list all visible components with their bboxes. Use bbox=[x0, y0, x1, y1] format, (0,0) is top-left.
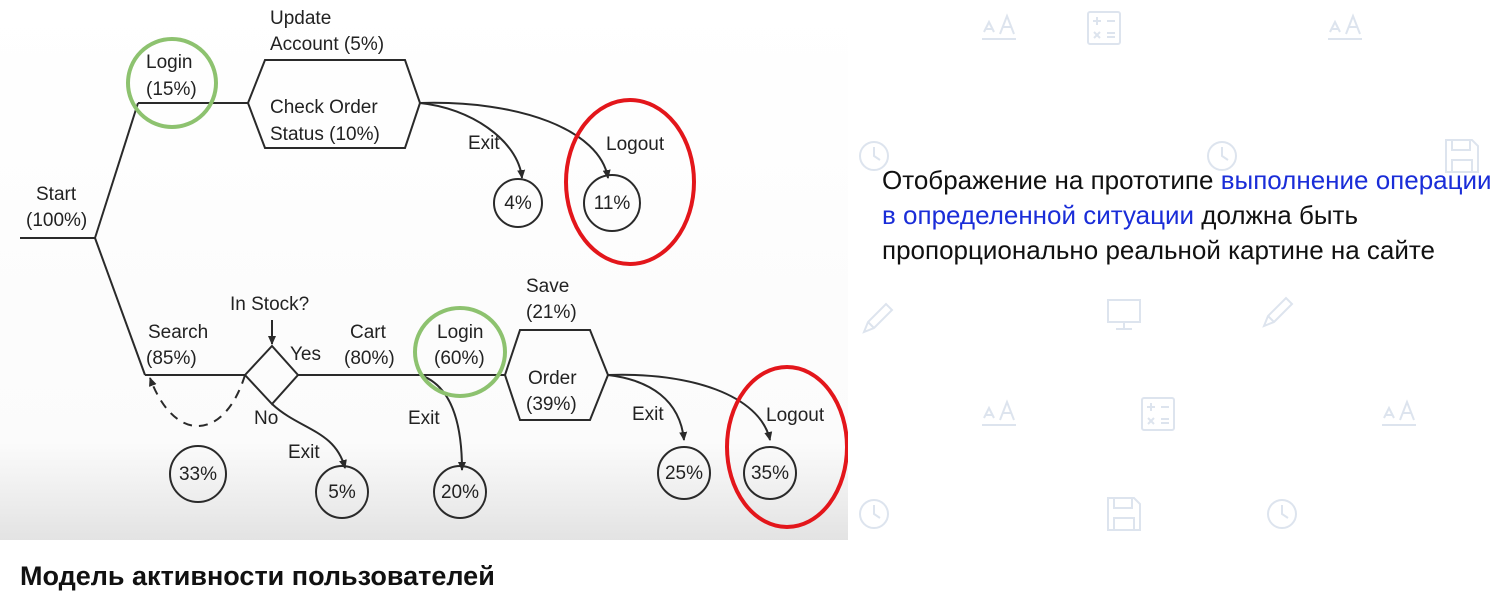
logout-top-highlight bbox=[564, 98, 696, 266]
background-pattern bbox=[848, 0, 1502, 540]
in-stock-label: In Stock? bbox=[230, 294, 309, 315]
svg-text:20%: 20% bbox=[441, 482, 479, 503]
svg-text:Login: Login bbox=[146, 52, 193, 73]
exit-no-label: Exit bbox=[288, 442, 320, 463]
svg-text:Account (5%): Account (5%) bbox=[270, 34, 384, 55]
logout-bottom-highlight bbox=[725, 365, 848, 529]
login-top-label: Login (15%) bbox=[146, 52, 197, 100]
svg-text:Start: Start bbox=[36, 184, 77, 205]
save-icon bbox=[1445, 139, 1479, 173]
logout-bottom-label: Logout bbox=[766, 405, 825, 426]
font-size-icon bbox=[1382, 399, 1416, 426]
svg-text:(39%): (39%) bbox=[526, 394, 577, 415]
save-label: Save (21%) bbox=[526, 276, 577, 323]
monitor-icon bbox=[1107, 299, 1141, 330]
order-label: Order (39%) bbox=[526, 368, 577, 415]
description-highlight: выполнение операции в определенной ситуа… bbox=[882, 165, 1492, 230]
svg-text:(21%): (21%) bbox=[526, 302, 577, 323]
font-size-icon bbox=[982, 399, 1016, 426]
clock-icon bbox=[1207, 141, 1237, 171]
login-top-highlight bbox=[126, 37, 218, 129]
svg-text:Cart: Cart bbox=[350, 322, 387, 343]
flow-lines bbox=[20, 59, 773, 471]
svg-text:4%: 4% bbox=[504, 193, 532, 214]
pct-33-node: 33% bbox=[169, 445, 227, 503]
svg-text:(60%): (60%) bbox=[434, 348, 485, 369]
pct-5-node: 5% bbox=[315, 465, 369, 519]
update-account-label: Update Account (5%) bbox=[270, 8, 384, 55]
check-order-label: Check Order Status (10%) bbox=[270, 97, 380, 145]
font-size-icon bbox=[1328, 13, 1362, 40]
svg-text:Search: Search bbox=[148, 322, 208, 343]
svg-text:5%: 5% bbox=[328, 482, 356, 503]
yes-label: Yes bbox=[290, 344, 321, 365]
calculator-icon bbox=[1087, 11, 1121, 45]
svg-text:(15%): (15%) bbox=[146, 79, 197, 100]
pct-11-node: 11% bbox=[583, 174, 641, 232]
svg-text:25%: 25% bbox=[665, 463, 703, 484]
exit-order-label: Exit bbox=[632, 404, 664, 425]
no-label: No bbox=[254, 408, 278, 429]
activity-diagram: Start (100%) Login (15%) Update Account … bbox=[0, 0, 848, 540]
login-bottom-highlight bbox=[413, 306, 507, 398]
font-size-icon bbox=[982, 13, 1016, 40]
svg-text:33%: 33% bbox=[179, 464, 217, 485]
search-label: Search (85%) bbox=[146, 322, 208, 369]
calculator-icon bbox=[1141, 397, 1175, 431]
svg-text:35%: 35% bbox=[751, 463, 789, 484]
exit-cart-label: Exit bbox=[408, 408, 440, 429]
login-bottom-label: Login (60%) bbox=[434, 322, 485, 369]
svg-text:Update: Update bbox=[270, 8, 331, 29]
cart-label: Cart (80%) bbox=[344, 322, 395, 369]
svg-text:Save: Save bbox=[526, 276, 569, 297]
svg-text:(85%): (85%) bbox=[146, 348, 197, 369]
svg-text:11%: 11% bbox=[594, 193, 631, 214]
svg-text:(100%): (100%) bbox=[26, 210, 87, 231]
start-label: Start (100%) bbox=[26, 184, 87, 231]
clock-icon bbox=[859, 499, 889, 529]
slide-caption: Модель активности пользователей bbox=[20, 561, 495, 591]
svg-text:(80%): (80%) bbox=[344, 348, 395, 369]
save-icon bbox=[1107, 497, 1141, 531]
clock-icon bbox=[1267, 499, 1297, 529]
pct-20-node: 20% bbox=[433, 465, 487, 519]
pct-35-node: 35% bbox=[743, 446, 797, 500]
svg-text:Check Order: Check Order bbox=[270, 97, 378, 118]
pencil-icon bbox=[862, 302, 894, 334]
svg-text:Login: Login bbox=[437, 322, 484, 343]
pencil-icon bbox=[1262, 296, 1294, 328]
pct-4-node: 4% bbox=[493, 178, 543, 228]
pct-25-node: 25% bbox=[657, 446, 711, 500]
exit-top-label: Exit bbox=[468, 133, 500, 154]
description-text-2: должна быть пропорционально реальной кар… bbox=[882, 200, 1435, 265]
logout-top-label: Logout bbox=[606, 134, 665, 155]
clock-icon bbox=[859, 141, 889, 171]
svg-text:Order: Order bbox=[528, 368, 577, 389]
slide-description: Отображение на прототипе выполнение опер… bbox=[882, 163, 1497, 268]
svg-text:Status (10%): Status (10%) bbox=[270, 124, 380, 145]
description-text-1: Отображение на прототипе bbox=[882, 165, 1221, 195]
